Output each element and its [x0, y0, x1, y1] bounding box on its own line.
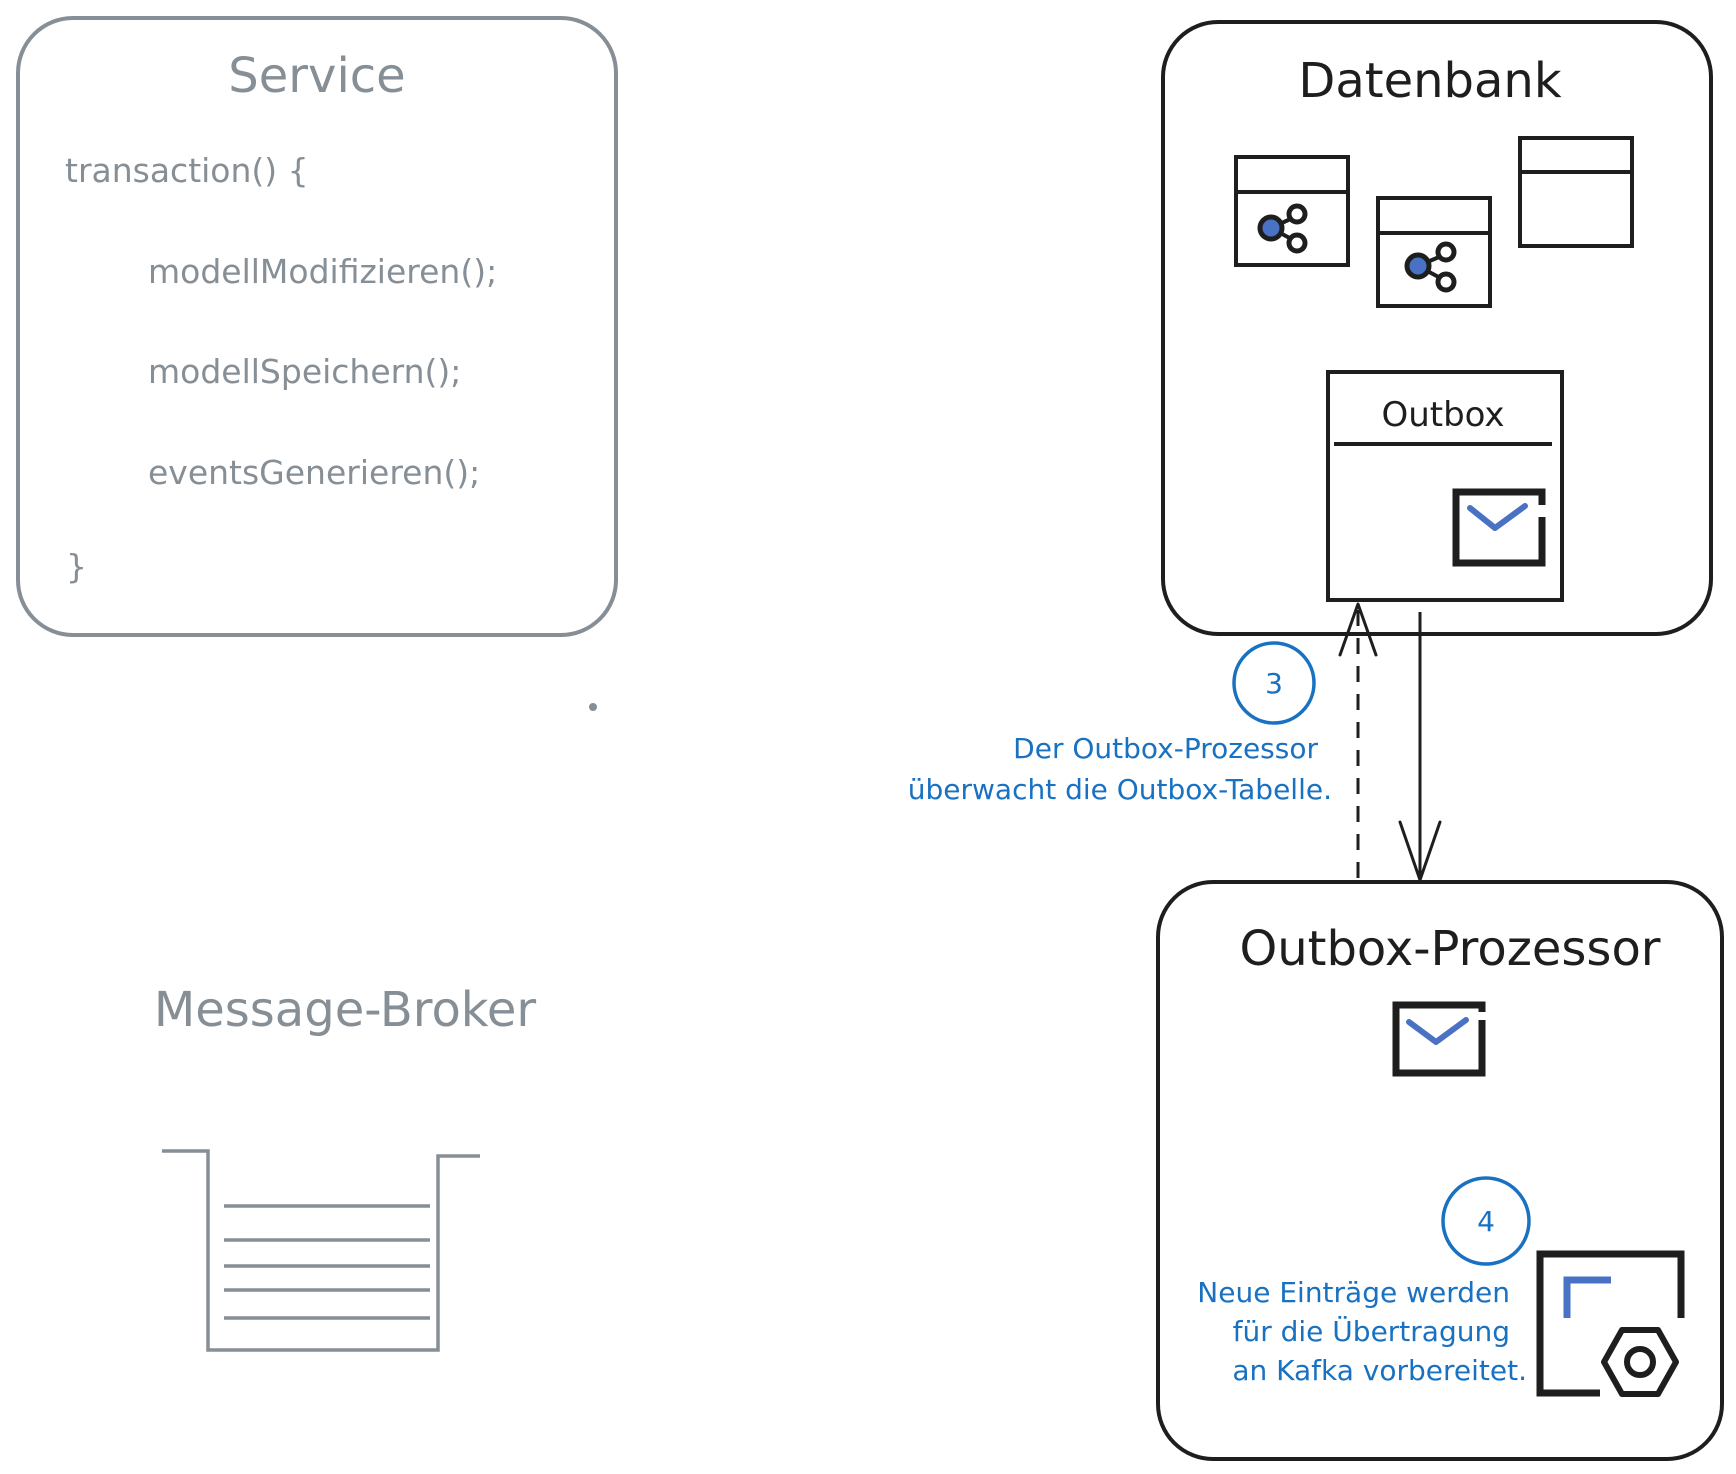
queue-icon: [162, 1149, 480, 1352]
service-title: Service: [228, 48, 405, 104]
db-table-1-frame: [1234, 155, 1350, 267]
code-line-2: modellModifizieren();: [148, 252, 497, 291]
service-box[interactable]: Service transaction() { modellModifizier…: [16, 16, 618, 637]
code-line-4: eventsGenerieren();: [148, 453, 480, 492]
db-table-2[interactable]: [1376, 196, 1492, 308]
stray-dot: [589, 703, 597, 711]
step-4-number: 4: [1477, 1205, 1495, 1238]
step-3-circle: [1232, 641, 1316, 725]
step-4-note-line-3: an Kafka vorbereitet.: [1232, 1354, 1527, 1387]
db-table-3[interactable]: [1518, 136, 1634, 248]
database-title: Datenbank: [1298, 53, 1561, 109]
db-table-3-frame: [1518, 136, 1634, 248]
arrow-outbox-to-processor: [1398, 612, 1442, 882]
service-box-frame: [16, 16, 618, 637]
processor-box-frame: [1156, 880, 1724, 1461]
processor-title: Outbox-Prozessor: [1239, 921, 1660, 977]
message-broker[interactable]: Message-Broker: [154, 982, 537, 1352]
arrow-processor-to-outbox: [1338, 602, 1378, 878]
database-box[interactable]: Datenbank: [1161, 20, 1713, 636]
code-line-5: }: [66, 547, 87, 586]
step-4: 4 Neue Einträge werden für die Übertragu…: [1197, 1176, 1531, 1387]
outbox-table-frame: [1326, 370, 1564, 602]
step-3-note-line-2: überwacht die Outbox-Tabelle.: [908, 773, 1332, 806]
step-3-number: 3: [1265, 667, 1283, 700]
mail-icon: [1452, 488, 1546, 567]
code-line-1: transaction() {: [65, 151, 309, 190]
database-box-frame: [1161, 20, 1713, 636]
outbox-label: Outbox: [1381, 395, 1504, 435]
step-3: 3 Der Outbox-Prozessor überwacht die Out…: [908, 641, 1332, 806]
step-4-note-line-1: Neue Einträge werden: [1197, 1276, 1510, 1309]
share-icon: [1404, 241, 1457, 293]
db-table-2-frame: [1376, 196, 1492, 308]
gear-icon: [1536, 1250, 1685, 1397]
step-4-circle: [1441, 1176, 1531, 1266]
mail-icon: [1392, 1001, 1486, 1077]
outbox-table[interactable]: Outbox: [1326, 370, 1564, 602]
share-icon: [1257, 203, 1308, 254]
db-table-1[interactable]: [1234, 155, 1350, 267]
broker-title: Message-Broker: [154, 982, 537, 1038]
processor-box[interactable]: Outbox-Prozessor 4 Neue Einträge werden …: [1156, 880, 1724, 1461]
step-4-note-line-2: für die Übertragung: [1233, 1314, 1510, 1348]
code-line-3: modellSpeichern();: [148, 352, 461, 391]
step-3-note-line-1: Der Outbox-Prozessor: [1013, 732, 1318, 765]
